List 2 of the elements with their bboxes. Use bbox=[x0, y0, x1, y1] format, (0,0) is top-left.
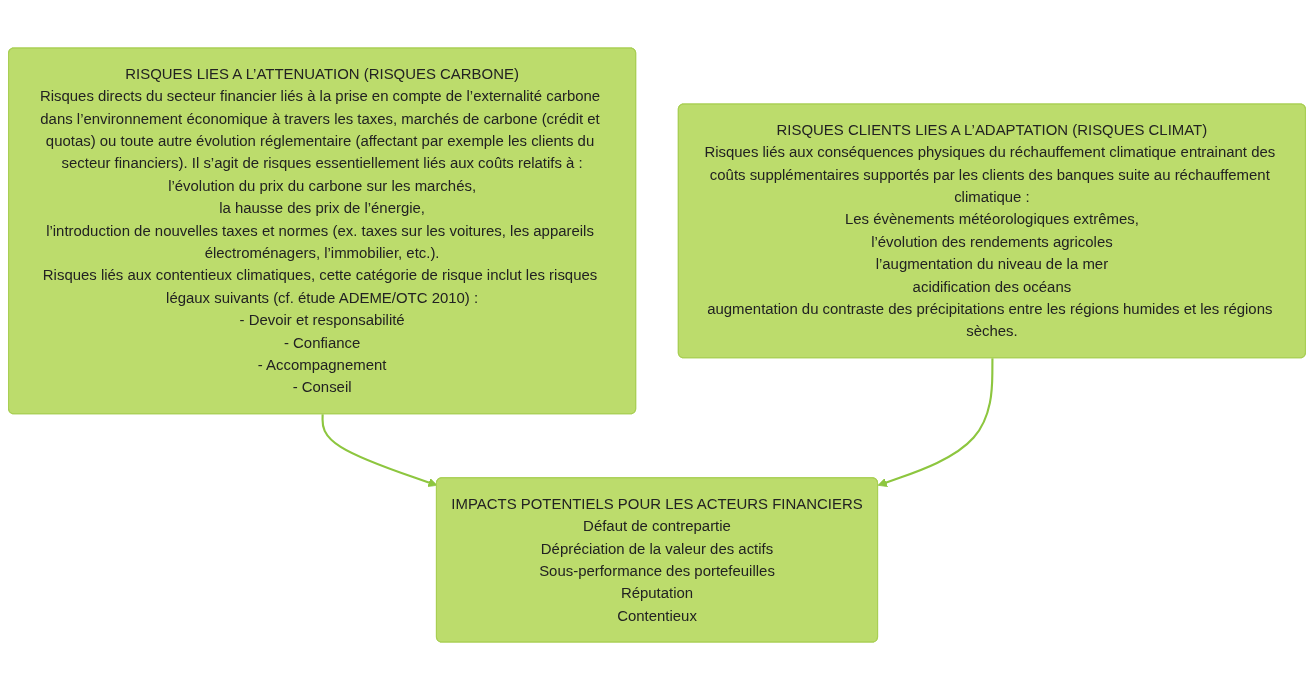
arrow bbox=[321, 414, 438, 487]
arrow bbox=[877, 358, 994, 487]
